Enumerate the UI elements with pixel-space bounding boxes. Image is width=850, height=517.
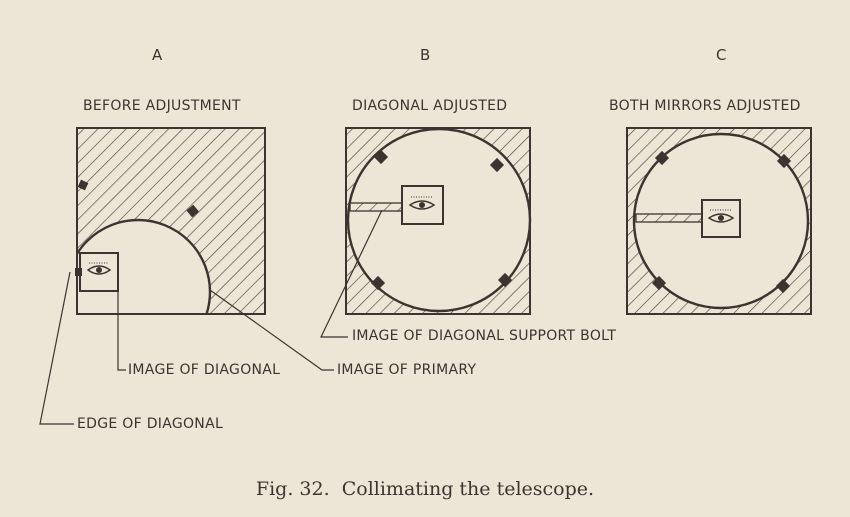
panel-b-bolt [373,149,389,165]
panel-b-diagonal-image [401,185,444,225]
panel-b-support-bolt-image [349,202,403,212]
panel-a-diagram [39,127,334,425]
leader-edge-of-diagonal [39,271,74,425]
panel-b-frame [345,127,531,315]
panel-b-letter: B [420,46,431,64]
panel-c-diagonal-image [701,199,741,238]
callout-image-of-primary: IMAGE OF PRIMARY [337,362,477,378]
callout-image-of-diagonal: IMAGE OF DIAGONAL [128,362,281,378]
panel-a-diagonal-edge [75,268,82,276]
panel-a-bolt [186,204,200,218]
leader-support-bolt [320,209,383,338]
panel-b-title: DIAGONAL ADJUSTED [352,98,508,114]
callout-support-bolt: IMAGE OF DIAGONAL SUPPORT BOLT [352,328,617,344]
panel-c-bolt [651,275,667,291]
panel-a-frame [76,127,266,315]
panel-a-bolt [77,179,89,191]
panel-c-bolt [775,278,791,294]
panel-b-bolt [489,157,505,173]
panel-b-bolt [497,272,513,288]
leader-image-of-diagonal [117,282,126,371]
eye-icon [408,196,436,210]
panel-b-diagram [320,127,532,338]
panel-c-letter: C [716,46,727,64]
callout-edge-of-diagonal: EDGE OF DIAGONAL [77,416,224,432]
figure-caption: Fig. 32. Collimating the telescope. [255,478,595,500]
panel-a-letter: A [152,46,163,64]
eye-icon [707,209,735,223]
panel-c-diagram [626,127,812,315]
panel-c-support-bolt-image [635,213,703,223]
panel-c-bolt [776,153,792,169]
panel-c-title: BOTH MIRRORS ADJUSTED [609,98,801,114]
panel-b-bolt [370,275,386,291]
panel-a-title: BEFORE ADJUSTMENT [83,98,241,114]
eye-icon [86,262,112,275]
panel-c-bolt [654,150,670,166]
leader-image-of-primary [209,289,334,371]
panel-c-frame [626,127,812,315]
